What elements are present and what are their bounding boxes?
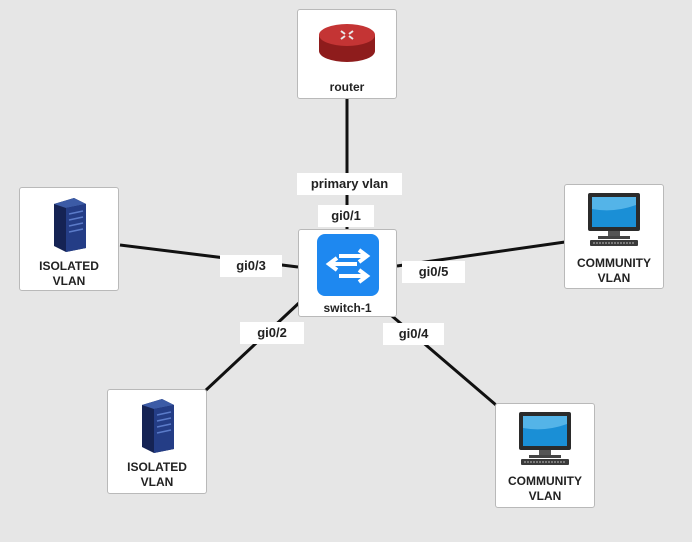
port-label-gi0-5: gi0/5 — [402, 261, 465, 283]
community-vlan-label-line2: VLAN — [528, 489, 562, 503]
server-icon — [142, 399, 174, 453]
router-node[interactable]: router — [297, 9, 397, 99]
switch-node[interactable]: switch-1 — [298, 229, 397, 317]
port-label-gi0-4: gi0/4 — [383, 323, 444, 345]
switch-label: switch-1 — [323, 301, 372, 315]
isolated-vlan-label-line2: VLAN — [140, 475, 174, 489]
port-label-gi0-1: gi0/1 — [318, 205, 374, 227]
isolated-vlan-label-line2: VLAN — [52, 274, 86, 288]
router-label: router — [329, 80, 365, 94]
isolated-vlan-node-bottom[interactable]: ISOLATED VLAN — [107, 389, 207, 494]
link-switch-isolated-bottom — [203, 300, 302, 393]
community-vlan-node-bottom[interactable]: COMMUNITY VLAN — [495, 403, 595, 508]
community-vlan-label-line2: VLAN — [597, 271, 631, 285]
server-icon — [54, 198, 86, 252]
port-label-gi0-2: gi0/2 — [240, 322, 304, 344]
community-vlan-label-line1: COMMUNITY — [508, 474, 582, 488]
monitor-icon — [519, 412, 571, 465]
isolated-vlan-node-top[interactable]: ISOLATED VLAN — [19, 187, 119, 291]
port-label-gi0-3: gi0/3 — [220, 255, 282, 277]
community-vlan-node-top[interactable]: COMMUNITY VLAN — [564, 184, 664, 289]
monitor-icon — [588, 193, 640, 246]
link-label-primary-vlan: primary vlan — [297, 173, 402, 195]
isolated-vlan-label-line1: ISOLATED — [39, 259, 99, 273]
router-icon — [319, 24, 375, 62]
isolated-vlan-label-line1: ISOLATED — [127, 460, 187, 474]
switch-icon — [316, 234, 379, 296]
community-vlan-label-line1: COMMUNITY — [577, 256, 651, 270]
